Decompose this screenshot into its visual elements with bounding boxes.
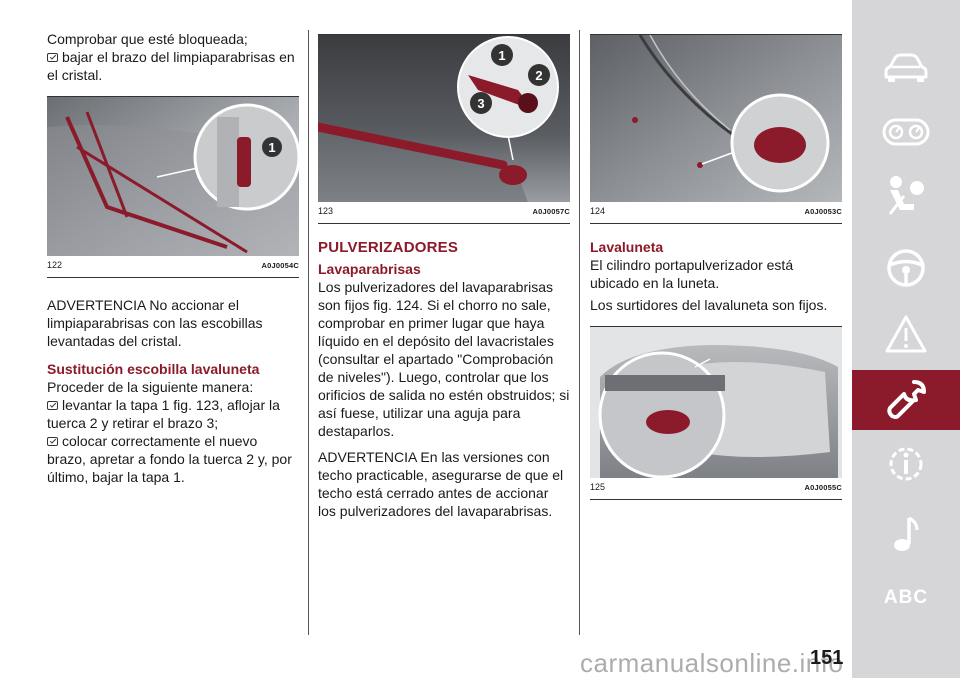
sidebar-item-safety[interactable]: [852, 166, 960, 226]
column-2: 1 2 3 123 A0J0057C PULVERIZADORES Lavapa…: [318, 34, 570, 528]
wrench-icon: [887, 380, 926, 419]
paragraph-location: El cilindro portapulverizador está ubica…: [590, 257, 794, 291]
figure-125: 125 A0J0055C: [590, 326, 842, 500]
watermark: carmanualsonline.info: [580, 648, 844, 678]
paragraph-nozzles: Los pulverizadores del lavaparabrisas so…: [318, 279, 570, 439]
figure-caption: 123 A0J0057C: [318, 202, 570, 224]
subsection-heading: Lavaparabrisas: [318, 261, 421, 277]
sidebar-item-emergency[interactable]: [852, 304, 960, 364]
figure-124: 124 A0J0053C: [590, 34, 842, 224]
car-icon: [884, 53, 928, 82]
figure-122: 1 122 A0J0054C: [47, 96, 299, 278]
callout-2: 2: [535, 68, 542, 83]
music-note-icon: [894, 516, 919, 551]
lead-text: Proceder de la siguiente manera:: [47, 379, 254, 395]
rear-washer-image: [590, 326, 842, 478]
index-label: ABC: [883, 587, 929, 608]
figure-caption: 122 A0J0054C: [47, 256, 299, 278]
figure-123: 1 2 3 123 A0J0057C: [318, 34, 570, 224]
column-divider-left: [308, 30, 309, 635]
section-heading: PULVERIZADORES: [318, 239, 459, 256]
warning-sunroof: ADVERTENCIA En las versiones con techo p…: [318, 449, 564, 519]
airbag-seat-icon: [888, 176, 924, 215]
sidebar-item-multimedia[interactable]: [852, 504, 960, 564]
bullet-remove-arm: levantar la tapa 1 fig. 123, aflojar la …: [47, 397, 280, 431]
figure-code: A0J0057C: [532, 207, 570, 216]
info-gear-icon: [889, 447, 923, 481]
rear-wiper-arm-image: 1 2 3: [318, 34, 570, 202]
column-1: Comprobar que esté bloqueada; bajar el b…: [47, 30, 299, 486]
column-divider-right: [579, 30, 580, 635]
sidebar-item-dashboard[interactable]: [852, 102, 960, 162]
bullet-lower-arm: bajar el brazo del limpiaparabrisas en e…: [47, 49, 295, 83]
windshield-wiper-image: 1: [47, 96, 299, 256]
callout-1: 1: [498, 48, 505, 63]
washer-nozzle-image: [590, 34, 842, 202]
sidebar-item-technical[interactable]: [852, 434, 960, 494]
figure-number: 124: [590, 206, 606, 216]
section-heading: Lavaluneta: [590, 239, 664, 255]
chapter-sidebar: ABC: [852, 0, 960, 678]
column-3: 124 A0J0053C Lavaluneta El cilindro port…: [590, 34, 842, 500]
sidebar-item-maintenance[interactable]: [852, 370, 960, 430]
page-number: 151: [810, 647, 844, 669]
figure-number: 125: [590, 482, 606, 492]
checkbox-bullet-icon: [47, 437, 58, 446]
sidebar-item-driving[interactable]: [852, 238, 960, 298]
intro-text: Comprobar que esté bloqueada;: [47, 31, 248, 47]
figure-code: A0J0055C: [804, 483, 842, 492]
bullet-install-arm: colocar correctamente el nuevo brazo, ap…: [47, 433, 292, 485]
figure-caption: 124 A0J0053C: [590, 202, 842, 224]
checkbox-bullet-icon: [47, 53, 58, 62]
callout-1: 1: [268, 140, 275, 155]
checkbox-bullet-icon: [47, 401, 58, 410]
figure-code: A0J0053C: [804, 207, 842, 216]
warning-text: ADVERTENCIA No accionar el limpiaparabri…: [47, 297, 263, 349]
steering-wheel-icon: [887, 249, 925, 287]
figure-number: 122: [47, 260, 63, 270]
callout-3: 3: [477, 96, 484, 111]
section-heading: Sustitución escobilla lavaluneta: [47, 361, 260, 377]
sidebar-item-car[interactable]: [852, 38, 960, 98]
warning-triangle-icon: [885, 315, 927, 353]
figure-caption: 125 A0J0055C: [590, 478, 842, 500]
sidebar-item-index[interactable]: ABC: [852, 568, 960, 628]
paragraph-fixed: Los surtidores del lavaluneta son fijos.: [590, 297, 828, 313]
figure-number: 123: [318, 206, 334, 216]
dashboard-icon: [882, 118, 930, 146]
figure-code: A0J0054C: [261, 261, 299, 270]
